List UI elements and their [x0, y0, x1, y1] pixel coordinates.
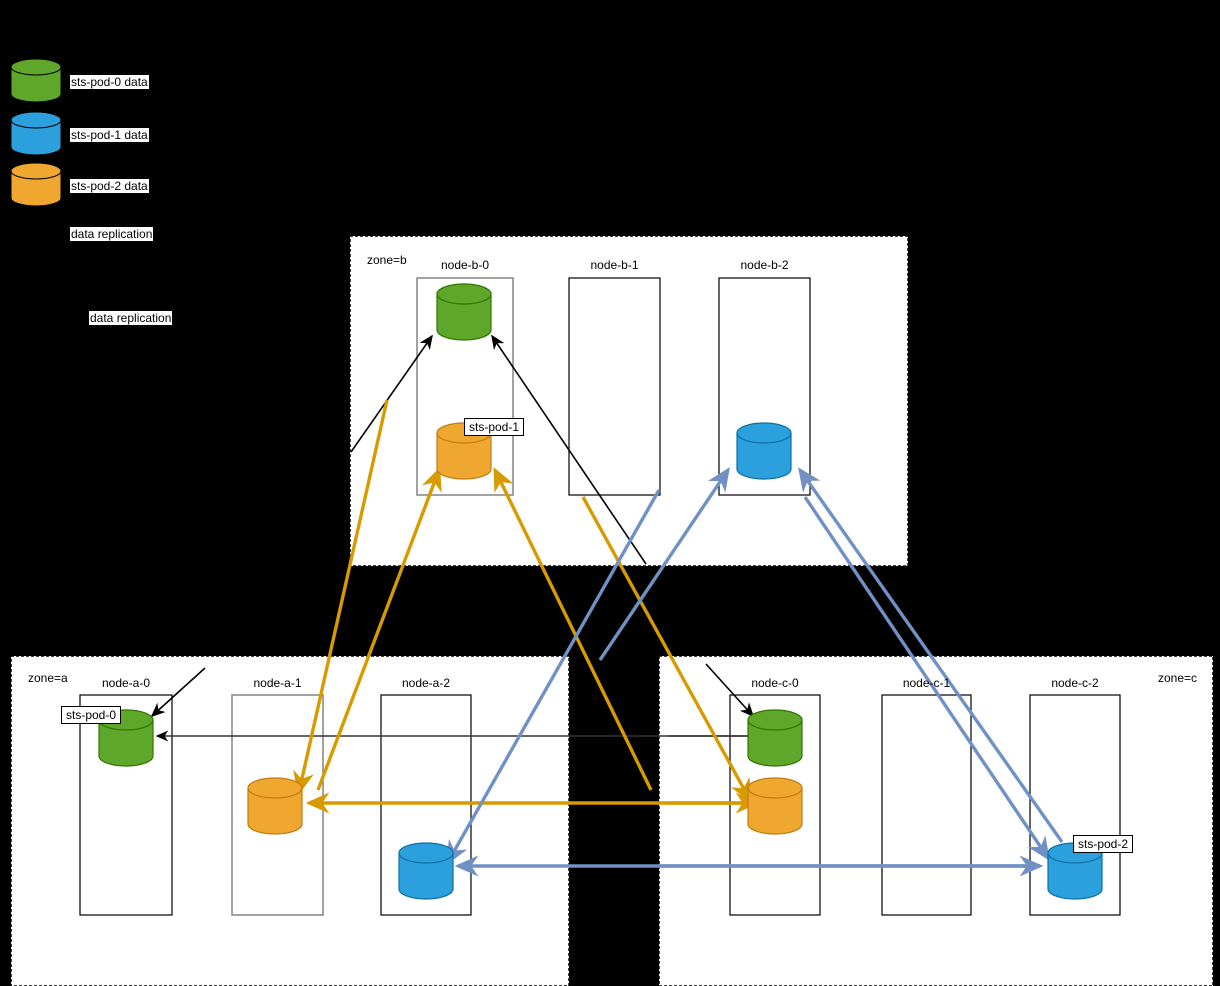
legend-label-sts-pod-0: sts-pod-0 data	[70, 75, 149, 89]
node-title-node-b-2: node-b-2	[740, 258, 789, 272]
node-title-node-c-1: node-c-1	[902, 676, 951, 690]
pod-cylinder-b0-green[interactable]	[436, 283, 492, 341]
arrow-orange-c0-to-b0	[493, 466, 653, 791]
pod-cylinder-a1-orange[interactable]	[247, 777, 303, 835]
node-box-node-b-1[interactable]	[568, 277, 661, 496]
pod-cylinder-a0-green[interactable]	[98, 709, 154, 767]
pod-cylinder-a2-blue[interactable]	[398, 842, 454, 900]
node-title-node-c-0: node-c-0	[751, 676, 799, 690]
pod-cylinder-c0-green[interactable]	[747, 709, 803, 767]
callout-sts-pod-1[interactable]: sts-pod-1	[464, 418, 525, 436]
legend-cylinder-1	[10, 111, 62, 156]
callout-sts-pod-0[interactable]: sts-pod-0	[61, 706, 122, 724]
node-title-node-a-0: node-a-0	[101, 676, 151, 690]
node-title-node-a-2: node-a-2	[401, 676, 451, 690]
arrow-blue-b2-to-c2	[803, 496, 1050, 861]
node-title-node-c-2: node-c-2	[1051, 676, 1099, 690]
legend-note-data-replication-1: data replication	[70, 227, 154, 241]
zone-label-zone-c: zone=c	[1158, 671, 1198, 685]
arrow-orange-b0-to-c0	[581, 496, 752, 803]
arrow-blue-c2-to-b2	[798, 467, 1064, 843]
arrow-orange-b0-to-a1	[293, 399, 389, 796]
arrow-green-a0-to-b0	[150, 667, 206, 718]
pod-cylinder-b2-blue[interactable]	[736, 422, 792, 480]
legend-label-sts-pod-1: sts-pod-1 data	[70, 128, 149, 142]
pod-cylinder-c0-orange[interactable]	[747, 777, 803, 835]
legend-cylinder-0	[10, 58, 62, 103]
arrow-blue-a2-to-b2	[598, 467, 730, 661]
arrow-green-b0-from-lower-left	[350, 334, 433, 453]
arrow-green-b0-to-c0	[705, 663, 755, 718]
node-title-node-a-1: node-a-1	[253, 676, 302, 690]
callout-sts-pod-2[interactable]: sts-pod-2	[1073, 835, 1134, 853]
node-title-node-b-1: node-b-1	[590, 258, 639, 272]
node-title-node-b-0: node-b-0	[440, 258, 490, 272]
arrow-blue-b2-to-a2	[446, 489, 661, 865]
arrow-green-c0-to-b0	[491, 334, 647, 565]
legend-label-sts-pod-2: sts-pod-2 data	[70, 179, 149, 193]
legend-cylinder-2	[10, 162, 62, 207]
legend-note-data-replication-2: data replication	[89, 311, 173, 325]
zone-label-zone-b: zone=b	[367, 253, 407, 267]
node-box-node-c-1[interactable]	[881, 694, 972, 916]
arrow-orange-a1-to-b0	[316, 466, 442, 791]
zone-label-zone-a: zone=a	[28, 671, 68, 685]
